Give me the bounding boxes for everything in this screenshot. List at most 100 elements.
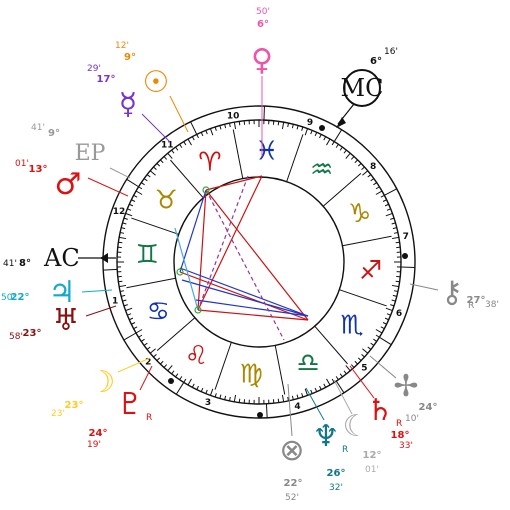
pisces-icon: ♓ bbox=[255, 136, 278, 166]
degree-tick bbox=[140, 182, 145, 186]
sign-divider bbox=[322, 173, 362, 207]
planet-minute: 01' bbox=[365, 465, 379, 475]
degree-tick bbox=[146, 346, 151, 350]
degree-tick bbox=[156, 162, 161, 167]
planet-degree: 23° bbox=[65, 400, 84, 411]
aspect-node bbox=[202, 186, 210, 194]
degree-tick bbox=[191, 383, 195, 388]
degree-tick bbox=[175, 146, 179, 151]
ascendant-axis: AC 8° 41' bbox=[3, 244, 116, 272]
house-cusp bbox=[333, 129, 343, 142]
degree-tick bbox=[339, 146, 343, 151]
planet-degree: 23° bbox=[23, 328, 42, 339]
degree-tick bbox=[323, 136, 327, 141]
degree-tick bbox=[361, 353, 365, 358]
cusp-marker bbox=[319, 125, 325, 131]
degree-tick bbox=[214, 126, 217, 131]
degree-tick bbox=[391, 284, 399, 288]
house-cusp bbox=[126, 178, 139, 188]
cusp-marker bbox=[257, 412, 263, 418]
ac-arrow-icon bbox=[100, 253, 108, 263]
planet-pointer bbox=[349, 365, 375, 399]
degree-tick bbox=[287, 396, 290, 402]
planet-degree: 24° bbox=[89, 428, 108, 439]
degree-tick bbox=[205, 130, 208, 135]
degree-tick bbox=[310, 130, 313, 135]
degree-tick bbox=[382, 199, 387, 202]
degree-tick bbox=[175, 373, 179, 378]
degree-tick bbox=[345, 365, 351, 372]
degree-tick bbox=[354, 360, 359, 365]
planet-minute: 01' bbox=[15, 159, 29, 169]
aspect-line bbox=[197, 175, 249, 311]
degree-tick bbox=[183, 141, 187, 146]
house-number: 4 bbox=[294, 402, 300, 412]
house-number: 7 bbox=[403, 232, 409, 242]
sign-divider bbox=[342, 235, 392, 247]
degree-tick bbox=[375, 190, 383, 195]
degree-tick bbox=[310, 389, 313, 394]
degree-tick bbox=[163, 156, 168, 160]
planet-minute: 32' bbox=[329, 483, 343, 493]
degree-tick bbox=[343, 149, 347, 154]
degree-tick bbox=[167, 152, 173, 159]
uranus-icon: ♅ bbox=[53, 303, 80, 338]
sign-divider bbox=[131, 217, 179, 235]
jupiter-icon: ♃ bbox=[49, 275, 76, 310]
degree-tick bbox=[138, 334, 143, 338]
house-cusp bbox=[190, 121, 198, 135]
sign-divider bbox=[170, 159, 204, 199]
pars-marker: ⊗22°52' bbox=[279, 383, 305, 503]
degree-tick bbox=[122, 222, 127, 225]
degree-tick bbox=[122, 299, 127, 302]
degree-tick bbox=[127, 313, 132, 316]
house-number: 9 bbox=[307, 118, 313, 128]
house-cusp bbox=[123, 332, 137, 341]
sun-marker: ☉9°12' bbox=[115, 41, 189, 133]
degree-tick bbox=[238, 398, 241, 403]
degree-tick bbox=[153, 166, 157, 171]
planet-pointer bbox=[139, 365, 153, 391]
mc-label: MC bbox=[341, 74, 384, 102]
degree-tick bbox=[362, 348, 369, 354]
degree-tick bbox=[354, 159, 359, 164]
degree-tick bbox=[228, 396, 231, 402]
degree-tick bbox=[343, 370, 347, 375]
degree-tick bbox=[224, 124, 227, 129]
aspect-line bbox=[195, 299, 309, 317]
planet-pointer bbox=[87, 177, 129, 197]
degree-tick bbox=[301, 126, 304, 131]
planet-minute: 10' bbox=[405, 414, 419, 424]
planet-minute: 29' bbox=[87, 64, 101, 74]
mc-circle-icon bbox=[343, 69, 381, 107]
planet-degree: 17° bbox=[97, 74, 116, 85]
degree-tick bbox=[391, 299, 396, 302]
degree-tick bbox=[171, 370, 175, 375]
degree-tick bbox=[331, 378, 335, 383]
aspect-line bbox=[179, 271, 309, 321]
sign-divider bbox=[156, 317, 196, 351]
degree-tick bbox=[219, 125, 222, 130]
aspect-line bbox=[197, 309, 309, 321]
planet-pointer bbox=[369, 355, 397, 379]
degree-tick bbox=[149, 348, 156, 354]
aries-icon: ♈ bbox=[198, 147, 221, 177]
degree-tick bbox=[296, 125, 299, 130]
neptune-icon: ♆ bbox=[313, 419, 340, 454]
degree-tick bbox=[127, 208, 132, 211]
planet-minute: 38' bbox=[485, 300, 499, 310]
degree-tick bbox=[345, 152, 351, 159]
degree-tick bbox=[233, 122, 237, 130]
degree-tick bbox=[187, 378, 192, 386]
mc-minute: 16' bbox=[384, 47, 398, 57]
degree-tick bbox=[171, 149, 175, 154]
planet-minute: 12' bbox=[115, 41, 129, 51]
planet-degree: 6° bbox=[257, 19, 269, 30]
jupiter-marker: ♃22°50' bbox=[1, 275, 113, 310]
degree-tick bbox=[323, 383, 327, 388]
house-cusp bbox=[265, 403, 268, 418]
house-cusp bbox=[103, 268, 118, 271]
degree-tick bbox=[123, 217, 128, 220]
